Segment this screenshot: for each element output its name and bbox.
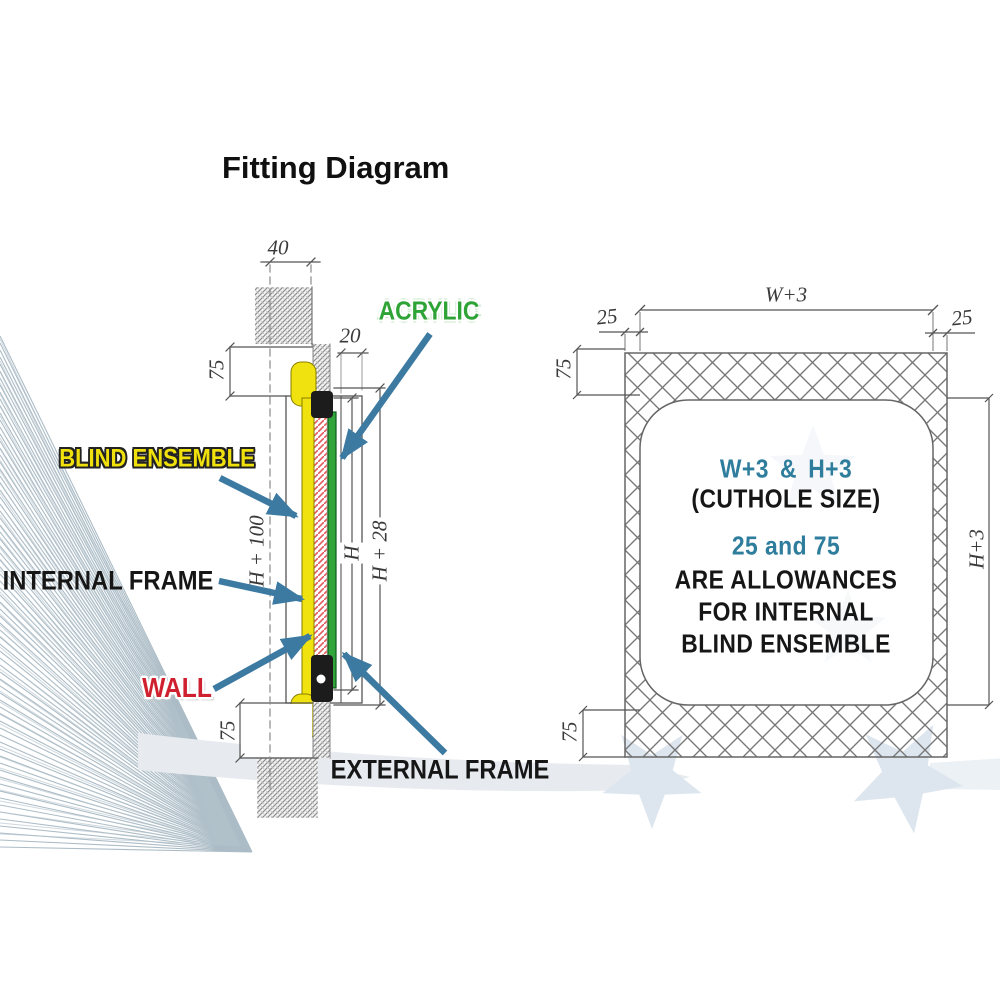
dim-25-right: 25 xyxy=(950,304,974,331)
note-cuthole-line: (CUTHOLE SIZE) xyxy=(691,483,881,514)
front-frame xyxy=(624,352,948,758)
dim-h-100: H + 100 xyxy=(244,515,269,587)
note-size-line: W+3 & H+3 xyxy=(719,453,853,484)
arrow-acrylic xyxy=(339,332,433,461)
label-blind-ensemble: BLIND ENSEMBLE xyxy=(59,444,255,473)
background-guilloche xyxy=(0,335,253,853)
dim-40: 40 xyxy=(267,235,289,260)
dim-75-top: 75 xyxy=(204,359,229,381)
dim-25-left: 25 xyxy=(595,303,619,330)
dim-w3: W+3 xyxy=(764,282,808,307)
arrow-blind-ensemble xyxy=(218,475,299,519)
wall-section-bottom xyxy=(257,758,318,818)
arrow-external-frame xyxy=(341,651,448,756)
dim-75-bottom: 75 xyxy=(215,720,240,742)
frame-clamps xyxy=(311,391,333,702)
dim-20: 20 xyxy=(339,323,361,348)
label-wall: WALL xyxy=(142,672,212,703)
dim-h-28: H + 28 xyxy=(367,517,393,585)
callout-arrows xyxy=(212,332,448,756)
note-allowance-2: FOR INTERNAL xyxy=(698,596,874,627)
note-allowance-3: BLIND ENSEMBLE xyxy=(681,628,891,659)
wall-section-top xyxy=(255,287,312,344)
note-allowance-values: 25 and 75 xyxy=(731,530,841,561)
page-title: Fitting Diagram xyxy=(222,150,450,185)
note-allowance-1: ARE ALLOWANCES xyxy=(674,564,898,595)
dim-75-front-bottom: 75 xyxy=(557,721,582,743)
dim-h3: H+3 xyxy=(964,529,989,569)
label-acrylic: ACRYLIC xyxy=(378,295,480,326)
arrow-internal-frame xyxy=(218,577,305,605)
label-external-frame: EXTERNAL FRAME xyxy=(330,754,550,785)
acrylic-strip xyxy=(327,411,337,689)
dim-75-front-top: 75 xyxy=(551,358,576,380)
wall-section-strip xyxy=(313,407,328,663)
label-internal-frame: INTERNAL FRAME xyxy=(2,565,214,596)
arrow-wall xyxy=(212,633,313,692)
front-view xyxy=(572,304,994,762)
dim-h: H xyxy=(339,542,365,564)
